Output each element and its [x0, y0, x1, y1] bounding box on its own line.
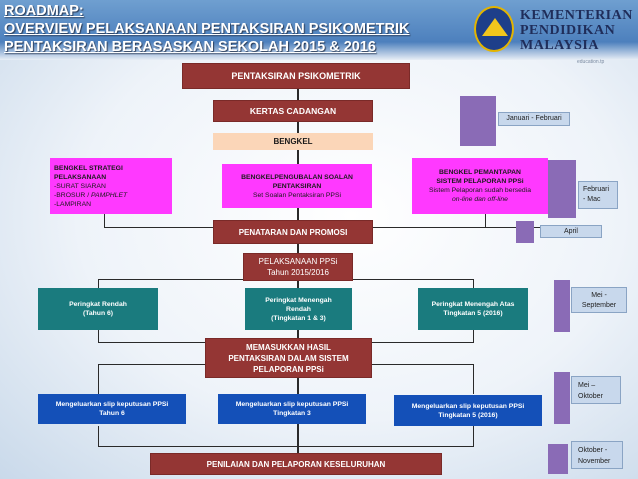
final-merge-line	[98, 446, 474, 447]
date-text: September	[581, 302, 617, 309]
box-bengkel-strategi: BENGKEL STRATEGI PELAKSANAAN -SURAT SIAR…	[50, 158, 172, 214]
timeline-marker-2	[548, 160, 576, 218]
header-band	[0, 0, 638, 60]
slip-left-up-line	[98, 426, 99, 446]
date-text: - Mac	[583, 196, 601, 203]
box-label: PENTAKSIRAN PSIKOMETRIK	[231, 71, 361, 81]
slip-right-up-line	[473, 426, 474, 446]
timeline-marker-5	[554, 372, 570, 424]
text-line: BENGKELPENGUBALAN SOALAN	[241, 173, 353, 181]
text-line: Tingkatan 3	[273, 410, 311, 417]
strategi-drop-line	[104, 214, 105, 228]
text-line: PELAPORAN PPSi	[253, 364, 324, 374]
box-slip-tingkatan-3: Mengeluarkan slip keputusan PPSi Tingkat…	[218, 394, 366, 424]
text-line: Peringkat Menengah Atas	[431, 301, 515, 308]
box-bengkel-pemantapan: BENGKEL PEMANTAPAN SISTEM PELAPORAN PPSi…	[412, 158, 548, 214]
atas-up-line	[473, 330, 474, 342]
pemantapan-drop-line	[485, 214, 486, 228]
box-peringkat-rendah: Peringkat Rendah (Tahun 6)	[38, 288, 158, 330]
text-line: PENTAKSIRAN	[272, 182, 322, 190]
text-line: on-line dan off-line	[452, 196, 508, 203]
text-line: Mengeluarkan slip keputusan PPSi	[235, 401, 349, 408]
box-peringkat-menengah-rendah: Peringkat Menengah Rendah (Tingkatan 1 &…	[245, 288, 352, 330]
text-line: SISTEM PELAPORAN PPSi	[436, 178, 524, 185]
crest-icon	[474, 6, 514, 52]
atas-drop-line	[473, 279, 474, 288]
text-line: BENGKEL STRATEGI	[54, 164, 123, 172]
logo-text-3: MALAYSIA	[520, 38, 599, 53]
box-slip-tingkatan-5: Mengeluarkan slip keputusan PPSi Tingkat…	[394, 395, 542, 426]
date-text: Mei -	[591, 292, 607, 299]
slip-left-drop-line	[98, 364, 99, 394]
text-line: (Tingkatan 1 & 3)	[271, 314, 326, 322]
text-line: MEMASUKKAN HASIL	[246, 342, 331, 352]
timeline-marker-4	[554, 280, 570, 332]
date-text: Februari	[583, 186, 610, 193]
box-bengkel-pengubalan: BENGKELPENGUBALAN SOALAN PENTAKSIRAN Set…	[222, 164, 372, 208]
text-line: Tingkatan 5 (2016)	[438, 411, 498, 419]
box-slip-tahun-6: Mengeluarkan slip keputusan PPSi Tahun 6	[38, 394, 186, 424]
date-label-feb-mac: Februari - Mac	[578, 181, 618, 209]
text-line: PAMPHLET	[91, 191, 128, 199]
date-text: April	[563, 228, 578, 235]
title-line-1: ROADMAP:	[4, 3, 84, 19]
date-label-jan-feb: Januari - Februari	[498, 112, 570, 126]
text-line: Rendah	[286, 305, 311, 313]
rendah-drop-line	[98, 279, 99, 288]
text-line: Tahun 2015/2016	[267, 268, 329, 277]
title-line-3: PENTAKSIRAN BERASASKAN SEKOLAH 2015 & 20…	[4, 39, 376, 55]
text-line: Tingkatan 5 (2016)	[443, 310, 503, 317]
box-pelaksanaan-ppsi: PELAKSANAAN PPSi Tahun 2015/2016	[243, 253, 353, 281]
text-line: BENGKEL PEMANTAPAN	[439, 169, 521, 176]
text-line: (Tahun 6)	[82, 310, 114, 317]
text-line: -BROSUR /	[54, 191, 90, 199]
text-line: Mengeluarkan slip keputusan PPSi	[411, 402, 525, 410]
date-label-mei-sept: Mei - September	[571, 287, 627, 313]
date-label-okt-nov: Oktober - November	[571, 441, 623, 469]
text-line: PELAKSANAAN	[54, 173, 107, 181]
timeline-marker-1	[460, 96, 496, 146]
text-line: PENTAKSIRAN DALAM SISTEM	[228, 353, 349, 363]
text-line: Mengeluarkan slip keputusan PPSi	[55, 401, 169, 408]
box-memasukkan-hasil: MEMASUKKAN HASIL PENTAKSIRAN DALAM SISTE…	[205, 338, 372, 378]
title-line-2: OVERVIEW PELAKSANAAN PENTAKSIRAN PSIKOME…	[4, 21, 410, 37]
timeline-marker-6	[548, 444, 568, 474]
logo-text-2: PENDIDIKAN	[520, 23, 616, 38]
text-line: Tahun 6	[99, 410, 125, 417]
text-line: Peringkat Menengah	[265, 296, 332, 304]
text-line: Peringkat Rendah	[69, 301, 127, 308]
box-kertas-cadangan: KERTAS CADANGAN	[213, 100, 373, 122]
slip-right-drop-line	[473, 364, 474, 394]
date-text: November	[578, 458, 611, 465]
box-pentaksiran-psikometrik: PENTAKSIRAN PSIKOMETRIK	[182, 63, 410, 89]
box-penilaian-pelaporan: PENILAIAN DAN PELAPORAN KESELURUHAN	[150, 453, 442, 475]
date-label-april: April	[540, 225, 602, 238]
box-label: PENILAIAN DAN PELAPORAN KESELURUHAN	[206, 459, 386, 469]
ministry-logo: KEMENTERIAN PENDIDIKAN MALAYSIA	[474, 6, 634, 58]
date-label-mei-okt: Mei – Oktober	[571, 376, 621, 404]
box-penataran-promosi: PENATARAN DAN PROMOSI	[213, 220, 373, 244]
box-peringkat-menengah-atas: Peringkat Menengah Atas Tingkatan 5 (201…	[418, 288, 528, 330]
text-line: -LAMPIRAN	[54, 200, 92, 208]
text-line: PELAKSANAAN PPSi	[258, 257, 338, 266]
box-bengkel: BENGKEL	[213, 133, 373, 150]
date-text: Mei –	[578, 382, 596, 389]
date-text: Oktober -	[578, 447, 608, 454]
text-line: Set Soalan Pentaksiran PPSi	[252, 191, 342, 199]
box-label: PENATARAN DAN PROMOSI	[238, 227, 348, 237]
box-label: KERTAS CADANGAN	[249, 106, 337, 116]
date-text: Januari - Februari	[506, 115, 562, 122]
logo-text-1: KEMENTERIAN	[520, 8, 633, 23]
watermark: education.tp	[577, 59, 605, 65]
text-line: -SURAT SIARAN	[54, 182, 106, 190]
date-text: Oktober	[578, 393, 603, 400]
timeline-marker-3	[516, 221, 534, 243]
text-line: Sistem Pelaporan sudah bersedia	[428, 187, 532, 194]
rendah-up-line	[98, 330, 99, 342]
box-label: BENGKEL	[273, 137, 313, 146]
